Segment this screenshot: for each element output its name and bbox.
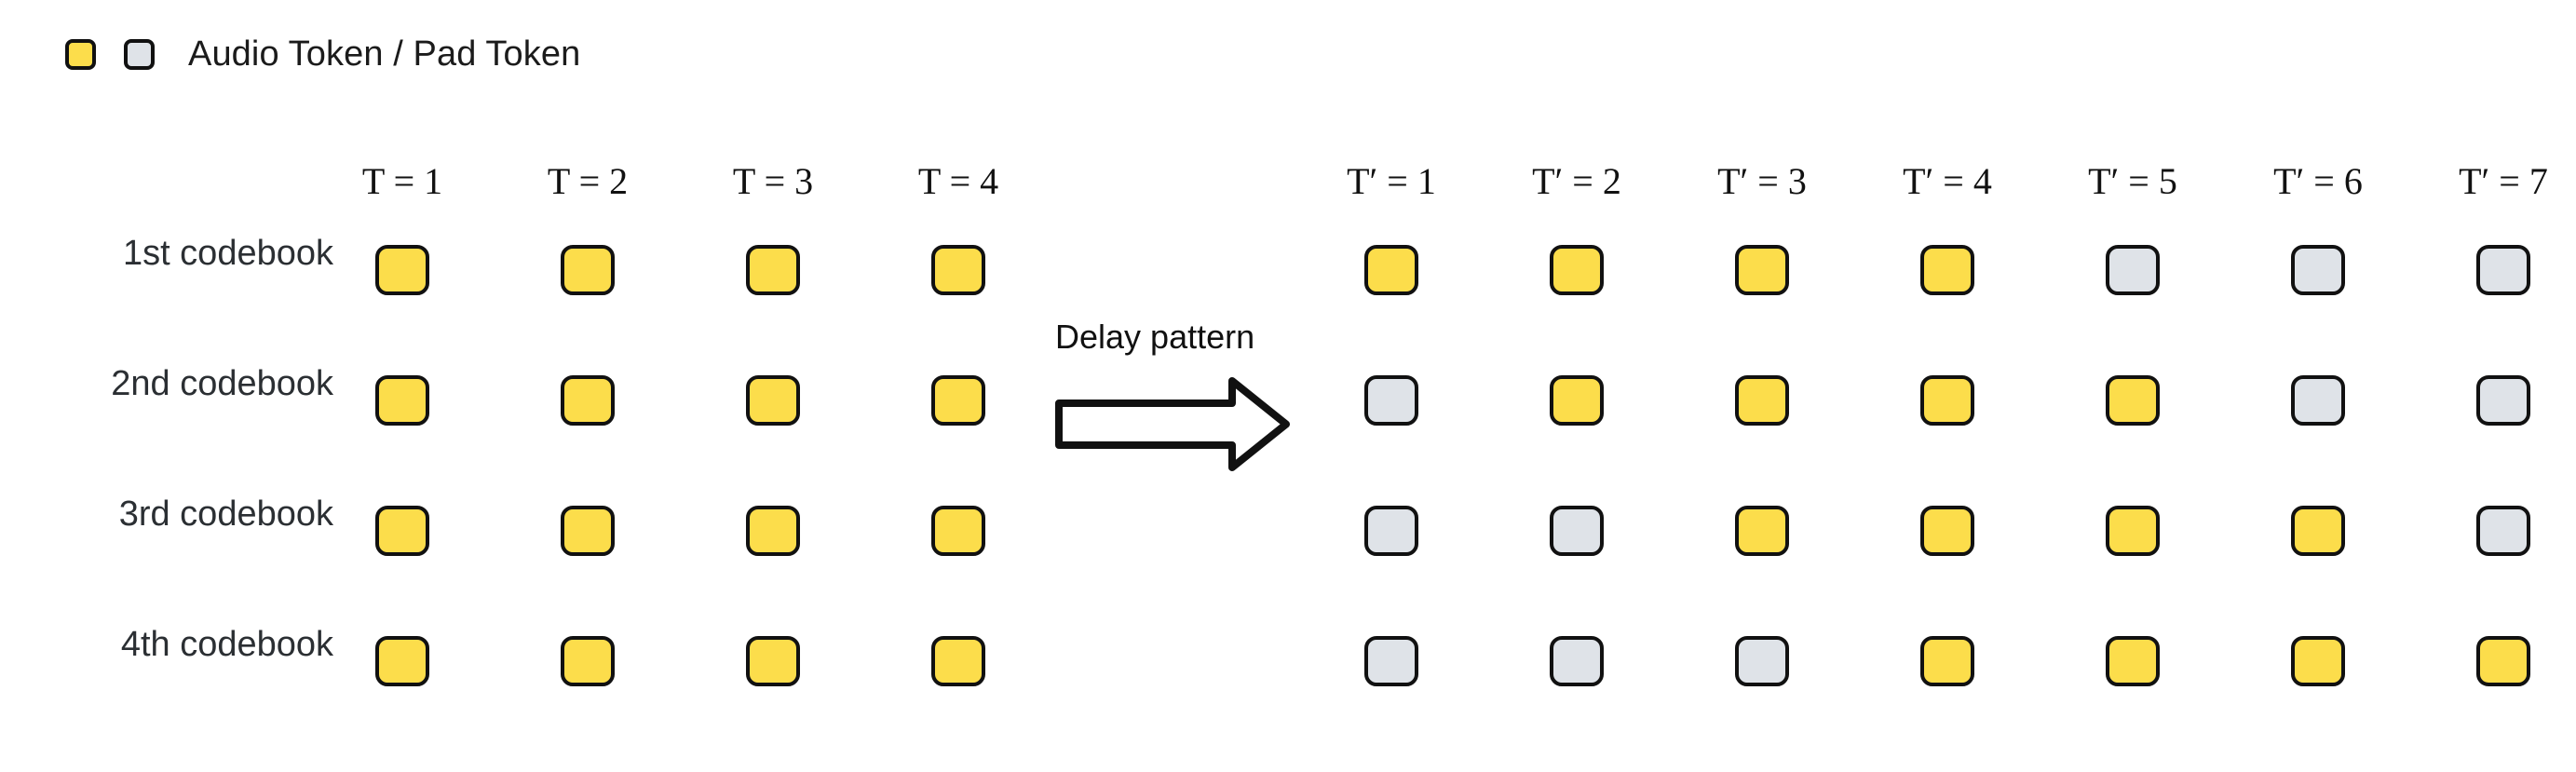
column-header-tprime-4: T′ = 4 xyxy=(1903,160,1992,202)
column-header-tprime-7: T′ = 7 xyxy=(2459,160,2548,202)
pad-token-r3-tprime1 xyxy=(1364,506,1418,556)
audio-token-r2-tprime3 xyxy=(1735,375,1789,426)
row-label-codebook-1: 1st codebook xyxy=(122,234,333,273)
audio-token-r3-tprime6 xyxy=(2291,506,2345,556)
audio-token-r2-t2 xyxy=(561,375,615,426)
audio-token-r2-tprime2 xyxy=(1550,375,1604,426)
audio-token-r3-tprime4 xyxy=(1920,506,1974,556)
audio-token-r4-tprime6 xyxy=(2291,636,2345,686)
audio-token-r1-tprime2 xyxy=(1550,245,1604,295)
pad-token-r4-tprime1 xyxy=(1364,636,1418,686)
pad-token-r2-tprime6 xyxy=(2291,375,2345,426)
audio-token-r1-t4 xyxy=(931,245,985,295)
pad-token-r4-tprime2 xyxy=(1550,636,1604,686)
audio-token-r4-t1 xyxy=(375,636,429,686)
audio-token-r3-tprime3 xyxy=(1735,506,1789,556)
legend-label: Audio Token / Pad Token xyxy=(188,34,581,74)
column-header-t-4: T = 4 xyxy=(917,160,999,202)
audio-token-r1-tprime3 xyxy=(1735,245,1789,295)
audio-token-r1-tprime1 xyxy=(1364,245,1418,295)
column-header-tprime-2: T′ = 2 xyxy=(1532,160,1621,202)
column-header-tprime-3: T′ = 3 xyxy=(1717,160,1807,202)
row-label-codebook-4: 4th codebook xyxy=(120,625,333,664)
pad-token-r2-tprime1 xyxy=(1364,375,1418,426)
column-header-t-3: T = 3 xyxy=(732,160,814,202)
column-header-tprime-1: T′ = 1 xyxy=(1347,160,1436,202)
audio-token-r2-tprime4 xyxy=(1920,375,1974,426)
audio-token-swatch-icon xyxy=(65,38,96,70)
audio-token-r4-t2 xyxy=(561,636,615,686)
audio-token-r3-t1 xyxy=(375,506,429,556)
audio-token-r4-t3 xyxy=(746,636,800,686)
delay-pattern-arrow-icon xyxy=(1048,375,1295,473)
audio-token-r4-t4 xyxy=(931,636,985,686)
pad-token-swatch-icon xyxy=(124,38,155,70)
pad-token-r1-tprime6 xyxy=(2291,245,2345,295)
audio-token-r1-t3 xyxy=(746,245,800,295)
pad-token-r2-tprime7 xyxy=(2476,375,2530,426)
audio-token-r2-t4 xyxy=(931,375,985,426)
audio-token-r3-tprime5 xyxy=(2106,506,2160,556)
audio-token-r3-t2 xyxy=(561,506,615,556)
column-header-t-2: T = 2 xyxy=(547,160,629,202)
audio-token-r3-t4 xyxy=(931,506,985,556)
pad-token-r4-tprime3 xyxy=(1735,636,1789,686)
column-header-tprime-5: T′ = 5 xyxy=(2088,160,2177,202)
legend: Audio Token / Pad Token xyxy=(65,34,580,74)
audio-token-r3-t3 xyxy=(746,506,800,556)
audio-token-r4-tprime5 xyxy=(2106,636,2160,686)
audio-token-r2-t1 xyxy=(375,375,429,426)
column-header-t-1: T = 1 xyxy=(361,160,443,202)
audio-token-r2-t3 xyxy=(746,375,800,426)
pad-token-r1-tprime5 xyxy=(2106,245,2160,295)
pad-token-r3-tprime7 xyxy=(2476,506,2530,556)
row-label-codebook-3: 3rd codebook xyxy=(118,494,333,534)
pad-token-r1-tprime7 xyxy=(2476,245,2530,295)
audio-token-r1-t2 xyxy=(561,245,615,295)
audio-token-r4-tprime4 xyxy=(1920,636,1974,686)
row-label-codebook-2: 2nd codebook xyxy=(111,364,333,403)
audio-token-r4-tprime7 xyxy=(2476,636,2530,686)
audio-token-r1-tprime4 xyxy=(1920,245,1974,295)
audio-token-r1-t1 xyxy=(375,245,429,295)
audio-token-r2-tprime5 xyxy=(2106,375,2160,426)
delay-pattern-label: Delay pattern xyxy=(1055,318,1255,356)
column-header-tprime-6: T′ = 6 xyxy=(2273,160,2363,202)
pad-token-r3-tprime2 xyxy=(1550,506,1604,556)
